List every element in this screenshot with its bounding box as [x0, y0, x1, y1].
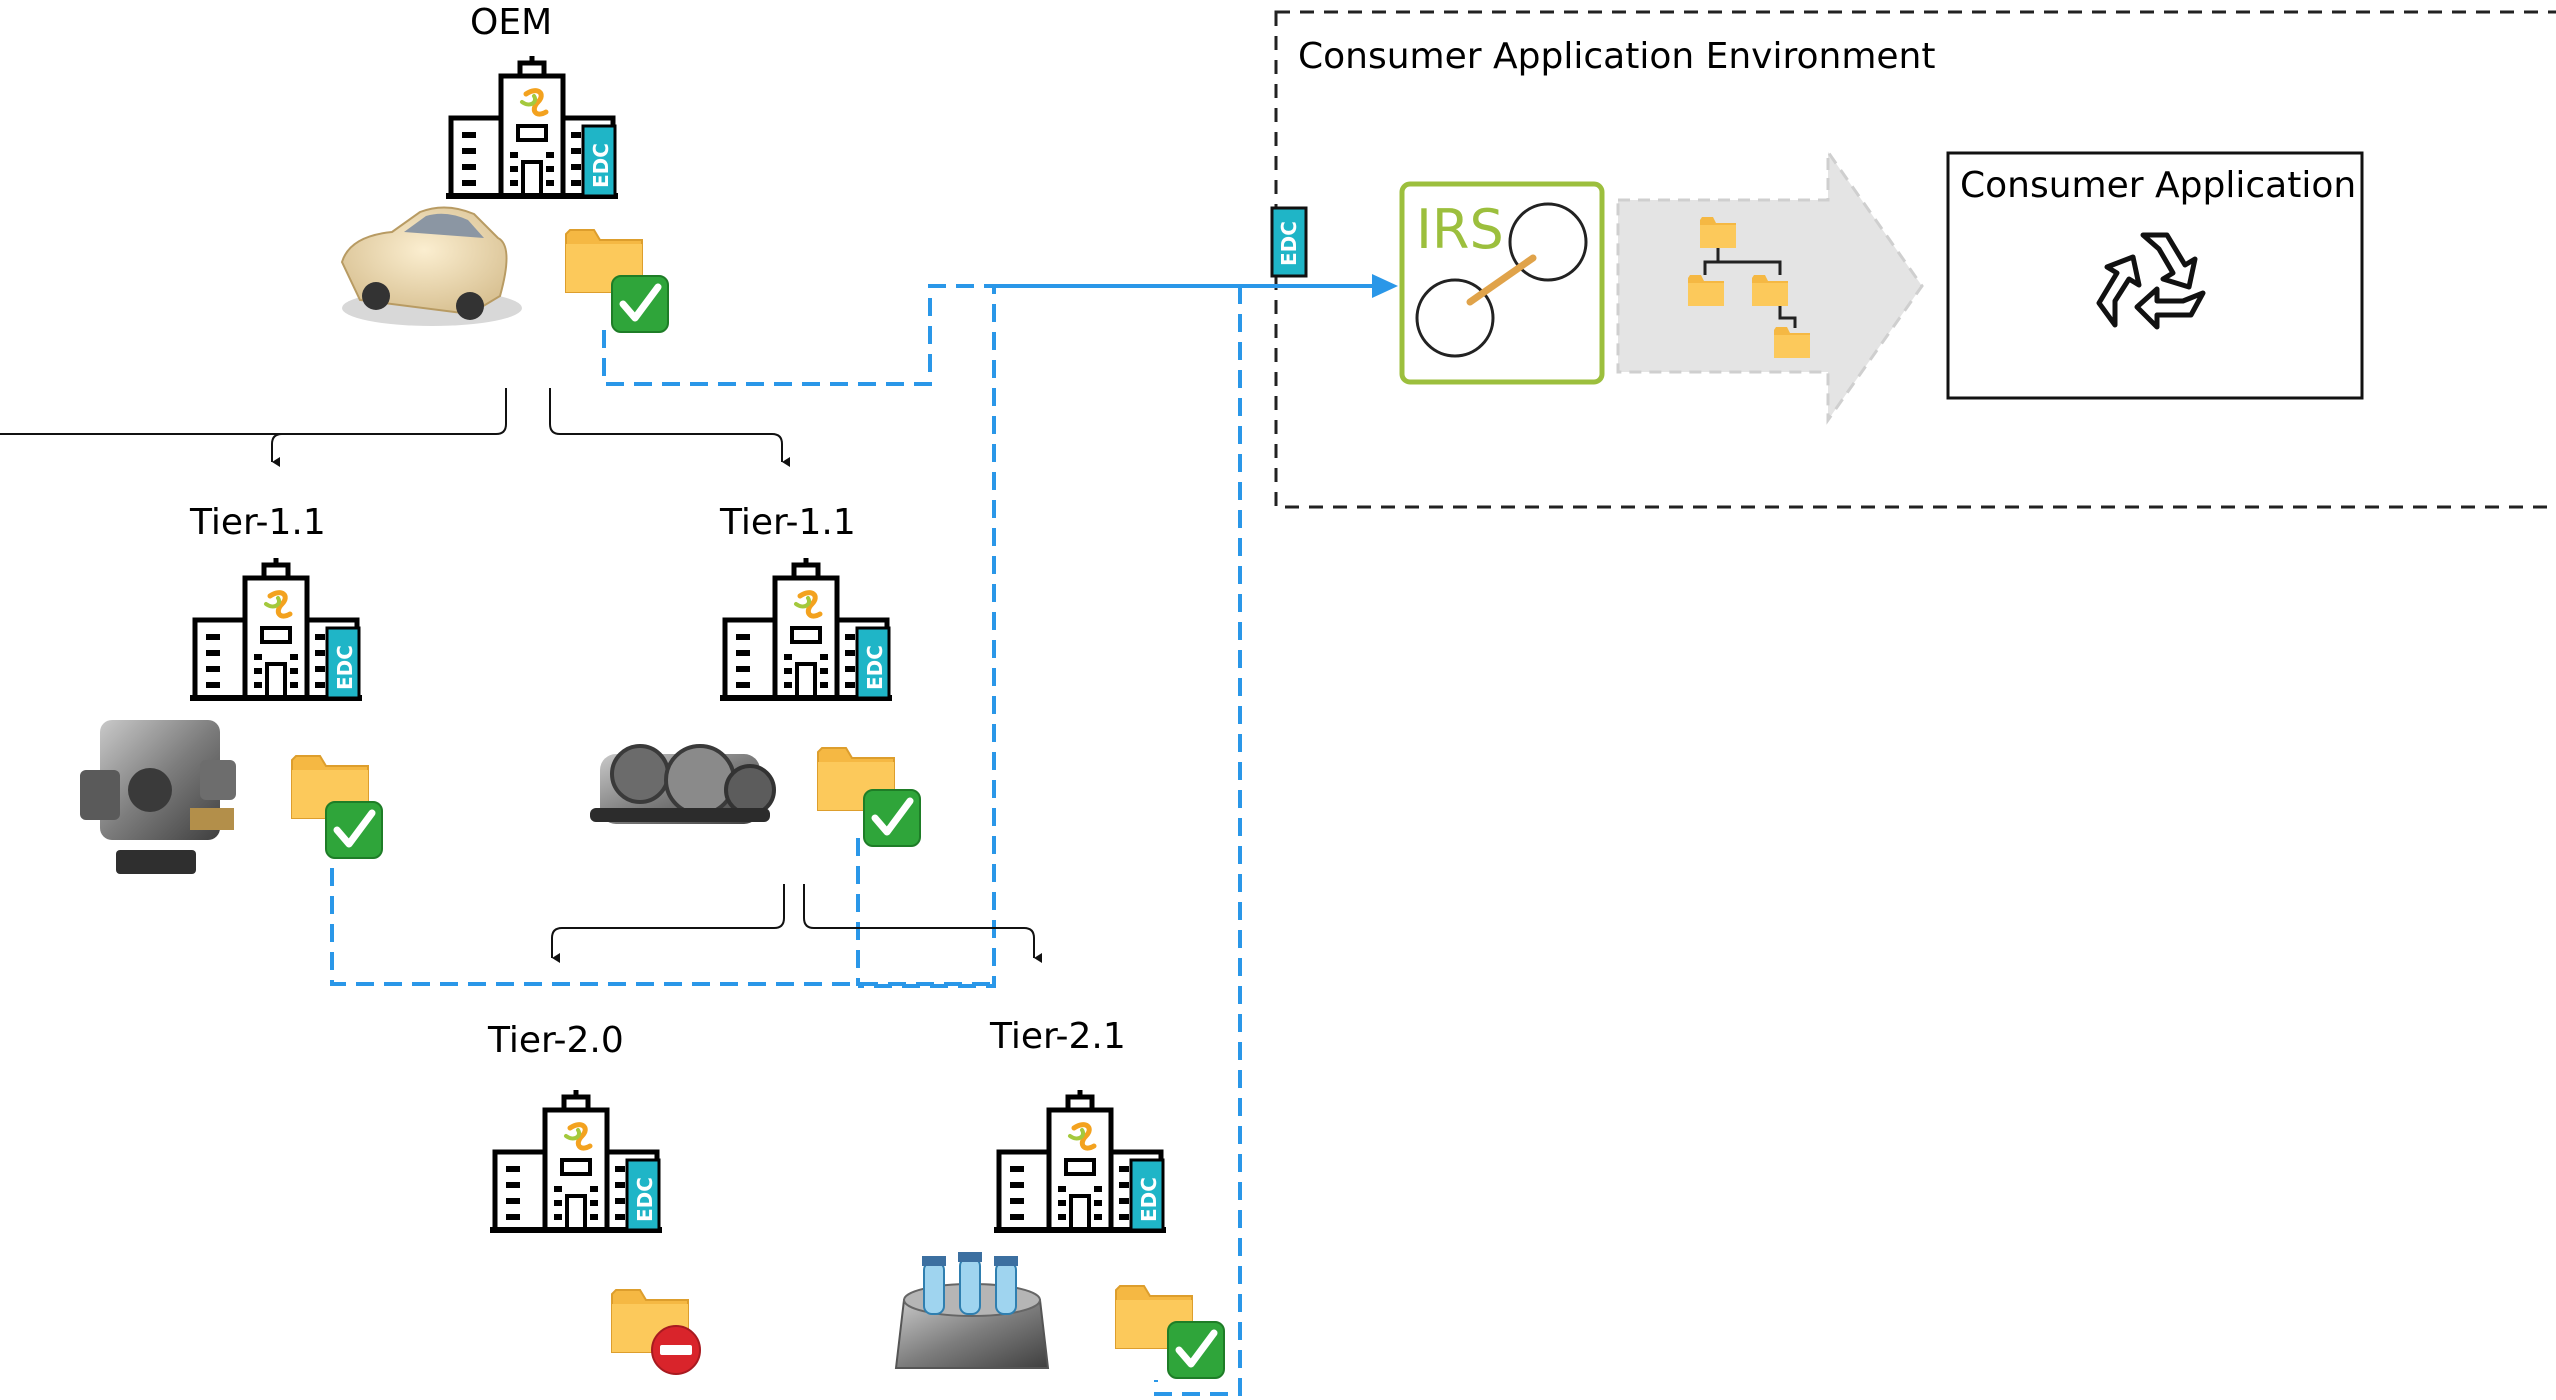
node-oem[interactable]: OEM EDC — [340, 2, 668, 332]
edc-badge: EDC — [333, 645, 357, 690]
edc-badge: EDC — [1137, 1177, 1161, 1222]
engine-icon — [80, 720, 236, 874]
node-label: Tier-2.0 — [487, 1020, 624, 1061]
edc-badge: EDC — [589, 143, 613, 188]
consumer-environment: Consumer Application Environment IRS Con… — [1274, 10, 2556, 509]
node-label: Tier-1.1 — [719, 502, 856, 543]
node-tier20[interactable]: Tier-2.0 EDC — [487, 1020, 701, 1375]
node-label: Tier-1.1 — [189, 502, 326, 543]
irs-label: IRS — [1416, 198, 1504, 261]
data-flow-lines — [330, 284, 1242, 1396]
car-icon — [340, 206, 522, 326]
oem-flow-line — [602, 284, 996, 988]
available-check-icon — [1168, 1322, 1224, 1378]
svg-text:EDC: EDC — [1277, 221, 1301, 266]
environment-title: Consumer Application Environment — [1298, 36, 1935, 77]
node-tier11-gearbox[interactable]: Tier-1.1 EDC — [590, 502, 920, 846]
flow-arrowhead — [1372, 274, 1398, 298]
node-tier11-engine[interactable]: Tier-1.1 EDC — [80, 502, 382, 874]
node-tier21[interactable]: Tier-2.1 EDC — [894, 1016, 1224, 1378]
recycle-icon — [2096, 232, 2206, 330]
consumer-application[interactable]: Consumer Application — [1946, 151, 2364, 400]
available-check-icon — [326, 802, 382, 858]
node-label: OEM — [470, 2, 552, 43]
tier11a-flow-line — [330, 868, 994, 986]
gearbox-icon — [590, 744, 776, 824]
edc-badge: EDC — [633, 1177, 657, 1222]
consumer-application-title: Consumer Application — [1960, 165, 2356, 206]
available-check-icon — [612, 276, 668, 332]
unavailable-stop-icon — [651, 1325, 701, 1375]
available-check-icon — [864, 790, 920, 846]
edc-connector-badge: EDC — [1270, 206, 1308, 278]
test-tube-rack-icon — [894, 1252, 1050, 1369]
node-label: Tier-2.1 — [989, 1016, 1126, 1057]
edc-badge: EDC — [863, 645, 887, 690]
irs-component[interactable]: IRS — [1399, 181, 1605, 385]
tier21-flow-line — [1154, 286, 1242, 1396]
folder-tree-icon — [1688, 217, 1810, 358]
hierarchy-lines — [0, 388, 1042, 963]
